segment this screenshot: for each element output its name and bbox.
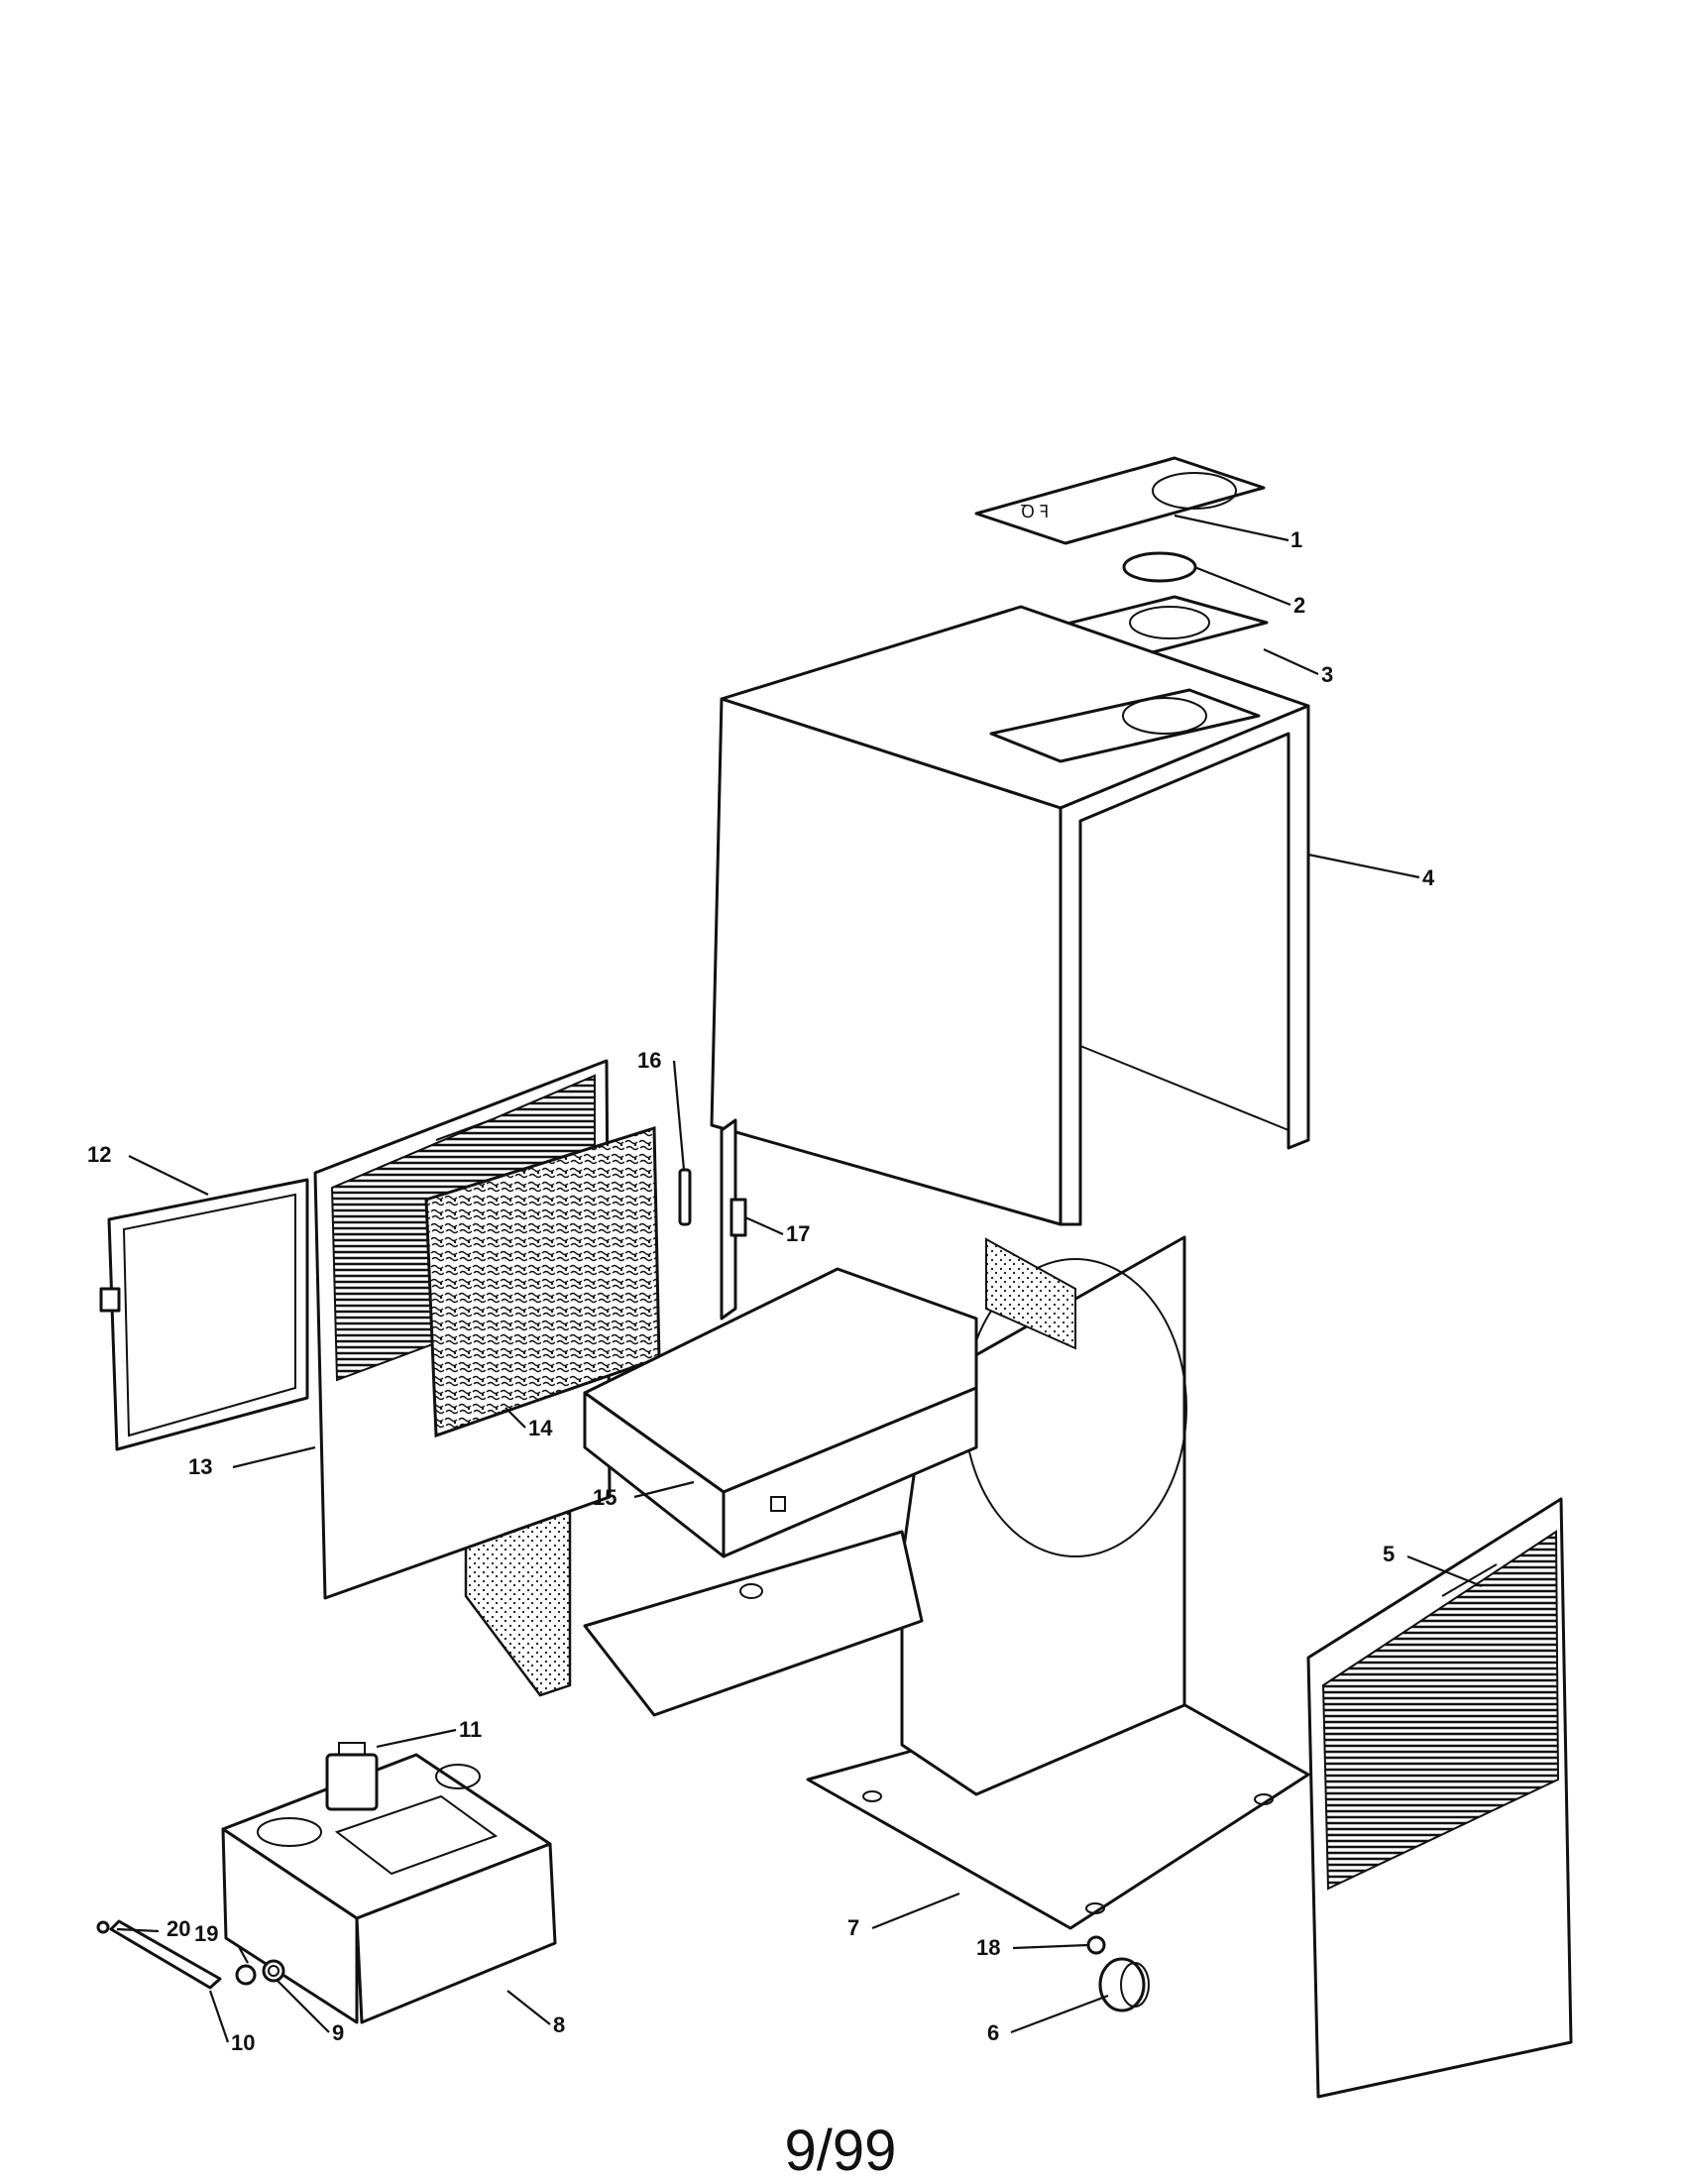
callout-12: 12 [87,1142,111,1167]
callout-9: 9 [332,2020,344,2045]
callout-3: 3 [1321,662,1333,687]
callout-15: 15 [593,1485,616,1510]
callout-labels: 1 2 3 4 5 6 7 8 9 10 11 12 13 14 15 16 1… [87,527,1435,2055]
callout-8: 8 [553,2012,565,2037]
part-18-caster-nut [1086,1935,1106,1955]
part-11-float-switch [325,1742,379,1811]
callout-18: 18 [976,1935,1000,1960]
part-17-side-bracket [720,1118,747,1321]
part-9-drain-fitting [262,1959,285,1983]
callout-19: 19 [194,1921,218,1946]
callout-1: 1 [1290,527,1302,552]
callout-5: 5 [1383,1542,1395,1566]
part-6-caster-wheel [1098,1957,1150,2012]
callout-2: 2 [1293,593,1305,618]
callout-4: 4 [1422,865,1435,890]
part-1-control-panel-plate: Ꝺ ꟻ [974,456,1266,545]
part-20-washer [96,1920,110,1934]
part-5-front-grille-panel [1306,1497,1573,2099]
callout-11: 11 [459,1717,482,1742]
callout-14: 14 [528,1416,553,1440]
part-16-mounting-bracket [678,1168,692,1226]
callout-13: 13 [188,1454,212,1479]
part-2-control-knob [1122,551,1197,583]
part-4-cabinet-shell [710,605,1310,1226]
callout-7: 7 [847,1915,859,1940]
callout-10: 10 [231,2030,255,2055]
callout-16: 16 [637,1048,661,1073]
svg-text:Ꝺ ꟻ: Ꝺ ꟻ [1021,502,1049,521]
callout-6: 6 [987,2020,999,2045]
part-12-filter-frame [99,1178,309,1451]
part-10-drain-hose [109,1919,222,1990]
callout-17: 17 [786,1221,810,1246]
callout-20: 20 [167,1916,190,1941]
part-8-water-bucket [221,1753,557,2024]
page-code: 9/99 [784,2119,897,2183]
leader-lines [116,514,1483,2043]
part-19-drain-cap [235,1964,257,1986]
drain-tray [583,1530,924,1717]
part-15-control-box [583,1267,978,1558]
